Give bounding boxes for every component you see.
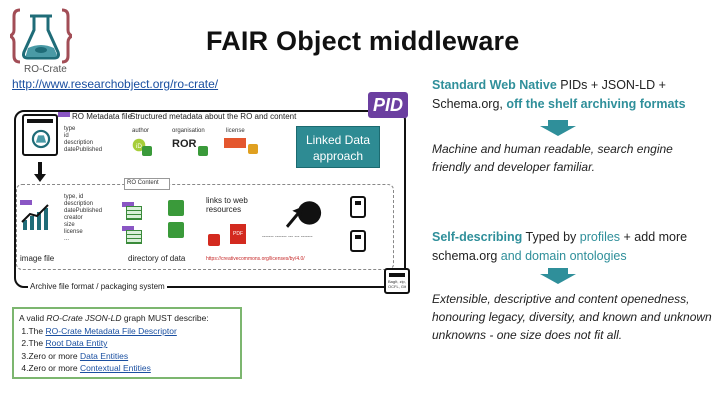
- ror-logo-icon: ROR: [172, 138, 197, 150]
- valid-ro-crate-box: A valid RO-Crate JSON-LD graph MUST desc…: [12, 307, 242, 379]
- valid-requirements-list: 1.The RO-Crate Metadata File Descriptor …: [19, 325, 235, 375]
- down-arrow-icon: [540, 120, 576, 136]
- author-label: author: [132, 128, 150, 134]
- external-file-icon: [350, 230, 366, 252]
- external-file-icon: [350, 196, 366, 218]
- list-item: 1.The RO-Crate Metadata File Descriptor: [21, 325, 177, 336]
- list-item: 3.Zero or more Data Entities: [21, 350, 129, 361]
- list-item: 2.The Root Data Entity: [21, 338, 108, 348]
- ro-crate-frame: [14, 110, 406, 288]
- valid-intro: A valid RO-Crate JSON-LD graph MUST desc…: [19, 313, 209, 323]
- pid-tag-icon: [58, 112, 70, 117]
- link-arrow-icon: [248, 144, 258, 154]
- pid-tag-icon: [122, 202, 134, 207]
- logo-caption: RO-Crate: [24, 64, 67, 75]
- archive-format-label: Archive file format / packaging system: [28, 282, 167, 291]
- ro-content-frame: [16, 184, 394, 270]
- down-arrow-icon: [34, 162, 46, 182]
- list-item: 4.Zero or more Contextual Entities: [21, 363, 151, 373]
- metadata-descriptor-link[interactable]: RO-Crate Metadata File Descriptor: [45, 325, 177, 336]
- cc-license-icon: [224, 138, 246, 148]
- ro-crate-diagram: PID RO Metadata file Structured metadata…: [8, 92, 414, 296]
- web-resource-caption: ------- ------- --- --- -------: [262, 234, 313, 240]
- chart-image-icon: [21, 204, 49, 230]
- metadata-file-icon: [22, 114, 58, 156]
- ro-crate-website-link[interactable]: http://www.researchobject.org/ro-crate/: [12, 77, 219, 91]
- structured-metadata-label: Structured metadata about the RO and con…: [130, 112, 297, 121]
- machine-readable-text: Machine and human readable, search engin…: [432, 142, 673, 174]
- linked-data-approach-box: Linked Data approach: [296, 126, 380, 168]
- link-arrow-icon: [208, 234, 220, 246]
- pid-tag-icon: [20, 200, 32, 205]
- pdf-file-icon: PDF: [230, 224, 246, 244]
- contextual-entities-link[interactable]: Contextual Entities: [79, 363, 151, 373]
- metadata-fields: type id description datePublished: [64, 126, 103, 153]
- ro-crate-logo-icon: [10, 8, 72, 64]
- image-file-label: image file: [20, 254, 55, 263]
- data-table-icon: [126, 230, 142, 244]
- svg-text:iD: iD: [136, 143, 142, 150]
- bagit-package-icon: BagIt, zip, OCFL, Git: [384, 268, 410, 294]
- data-entities-link[interactable]: Data Entities: [79, 350, 129, 361]
- extensible-text: Extensible, descriptive and content open…: [432, 292, 712, 342]
- pid-badge: PID: [368, 92, 408, 118]
- down-arrow-icon: [540, 268, 576, 284]
- directory-label: directory of data: [128, 254, 186, 263]
- data-file-icon: [168, 200, 184, 216]
- web-url-caption: https://creativecommons.org/licenses/by/…: [206, 256, 305, 262]
- ro-metadata-label: RO Metadata file: [72, 112, 133, 121]
- organisation-label: organisation: [172, 128, 205, 134]
- slide-title: FAIR Object middleware: [206, 26, 520, 56]
- web-resource-icon: [285, 201, 322, 228]
- self-describing-text: Self-describing Typed by profiles + add …: [432, 230, 688, 263]
- data-file-icon: [168, 222, 184, 238]
- license-label: license: [226, 128, 245, 134]
- data-table-icon: [126, 206, 142, 220]
- link-arrow-icon: [142, 146, 152, 156]
- pid-tag-icon: [122, 226, 134, 231]
- link-arrow-icon: [198, 146, 208, 156]
- ro-content-label: RO Content: [124, 178, 170, 190]
- image-fields: type, id description datePublished creat…: [64, 194, 103, 242]
- links-web-label: links to web resources: [206, 196, 248, 214]
- standard-web-native-text: Standard Web Native PIDs + JSON-LD + Sch…: [432, 78, 686, 111]
- root-data-entity-link[interactable]: Root Data Entity: [45, 338, 108, 348]
